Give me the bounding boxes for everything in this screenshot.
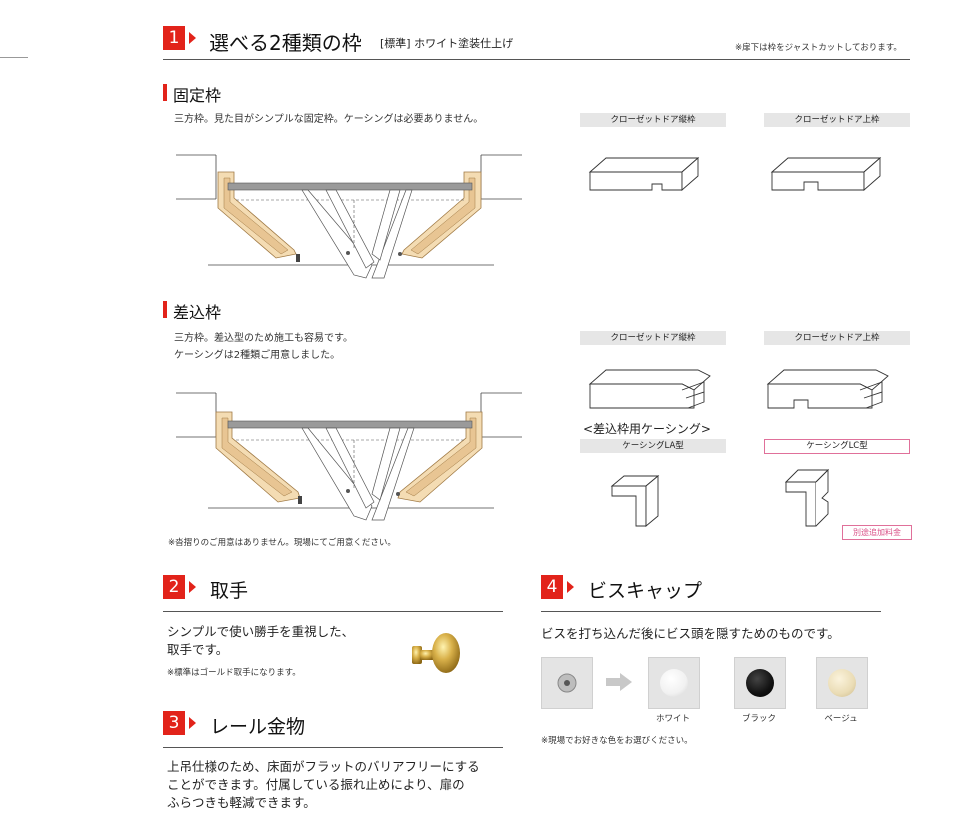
section1-arrow-icon [189,32,196,44]
insert-frame-diagram [176,392,522,521]
section2-line1: シンプルで使い勝手を重視した、 [167,624,355,639]
casing-la-profile [610,475,660,527]
section1-number-badge: 1 [163,26,185,50]
left-margin-line [0,57,28,58]
section3-title: レール金物 [210,716,306,738]
cap-label-beige: ベージュ [824,714,858,724]
fixed-tag-vertical-frame: クローゼットドア縦枠 [580,113,726,127]
cap-thumbnail-white [648,657,700,709]
gold-knob-image [412,633,460,673]
insert-vertical-frame-profile [588,369,711,409]
section2-title: 取手 [210,580,249,602]
section3-number-badge: 3 [163,711,185,735]
screw-head-thumbnail [541,657,593,709]
section2-arrow-icon [189,581,196,593]
cap-label-white: ホワイト [655,714,690,724]
fixed-description: 三方枠。見た目がシンプルな固定枠。ケーシングは必要ありません。 [174,114,484,125]
section4-note: ※現場でお好きな色をお選びください。 [541,736,693,746]
casing-la-tag: ケーシングLA型 [580,439,726,453]
insert-footnote: ※沓摺りのご用意はありません。現場にてご用意ください。 [168,538,396,548]
section2-line2: 取手です。 [167,642,229,657]
insert-tag-top-frame: クローゼットドア上枠 [764,331,910,345]
insert-heading-bar [163,301,167,318]
section4-description: ビスを打ち込んだ後にビス頭を隠すためのものです。 [541,626,840,641]
section4-rule [541,611,881,612]
fixed-tag-top-frame: クローゼットドア上枠 [764,113,910,127]
fixed-frame-diagram [176,154,522,279]
cap-white-icon [660,669,688,697]
section2-note: ※標準はゴールド取手になります。 [167,668,301,678]
section3-line2: ことができます。付属している振れ止めにより、扉の [167,777,465,792]
casing-lc-tag: ケーシングLC型 [764,439,910,454]
cap-thumbnail-black [734,657,786,709]
section4-title: ビスキャップ [588,580,703,602]
casing-heading: <差込枠用ケーシング> [583,422,711,436]
cap-black-icon [746,669,774,697]
fixed-top-frame-profile [770,157,882,191]
section2-rule [163,611,503,612]
fixed-vertical-frame-profile [588,157,700,191]
section4-number-badge: 4 [541,575,563,599]
section1-rule [163,59,910,60]
section3-line1: 上吊仕様のため、床面がフラットのバリアフリーにする [167,759,480,774]
insert-heading: 差込枠 [173,303,222,322]
casing-lc-profile [784,468,830,527]
arrow-right-icon [606,673,632,691]
section3-rule [163,747,503,748]
section3-line3: ふらつきも軽減できます。 [167,795,316,810]
cap-label-black: ブラック [741,714,776,724]
cap-beige-icon [828,669,856,697]
insert-description-1: 三方枠。差込型のため施工も容易です。 [174,333,353,344]
extra-charge-badge: 別途追加料金 [842,525,912,540]
cap-thumbnail-beige [816,657,868,709]
section4-arrow-icon [567,581,574,593]
section3-arrow-icon [189,717,196,729]
section2-number-badge: 2 [163,575,185,599]
fixed-heading: 固定枠 [173,86,222,105]
section1-subtitle: [標準] ホワイト塗装仕上げ [380,37,514,50]
fixed-heading-bar [163,84,167,101]
section1-note: ※扉下は枠をジャストカットしております。 [735,43,902,53]
insert-top-frame-profile [766,369,889,409]
insert-description-2: ケーシングは2種類ご用意しました。 [174,350,341,361]
section1-title: 選べる2種類の枠 [209,31,362,55]
insert-tag-vertical-frame: クローゼットドア縦枠 [580,331,726,345]
